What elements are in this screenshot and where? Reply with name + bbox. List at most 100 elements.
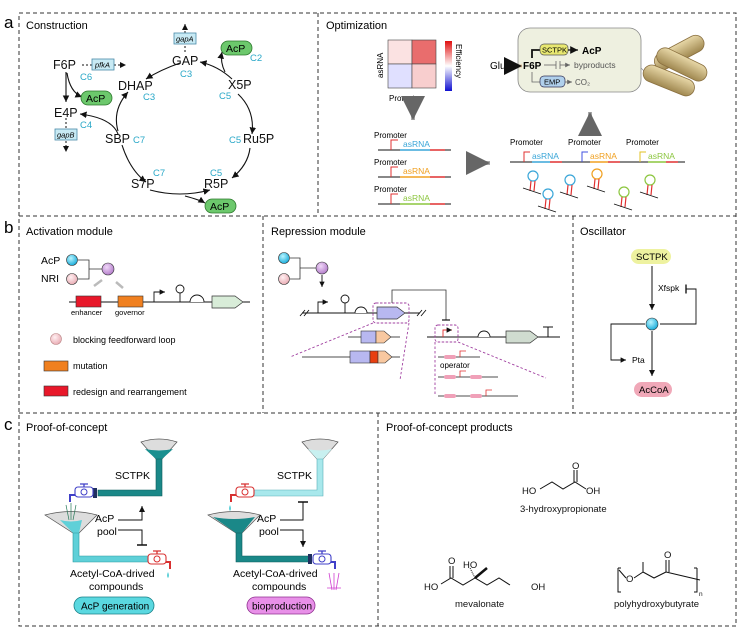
arrow-x5p-gap — [199, 60, 233, 80]
heatmap-cell — [411, 63, 437, 89]
arrow-ru5p-r5p — [231, 147, 251, 179]
arrow-f6p-acp — [66, 72, 83, 98]
promoter-label: Promoter — [568, 138, 601, 147]
enhancer-label: enhancer — [71, 308, 103, 317]
co2-label: CO₂ — [575, 78, 590, 87]
asrna-hairpin — [591, 168, 603, 180]
svg-text:AcP: AcP — [226, 43, 245, 55]
acp-pool-right-2: pool — [259, 526, 279, 538]
asrna-hairpin — [542, 188, 554, 200]
oscillator-panel: Oscillator SCTPK Xfspk Pta AcCoA — [580, 226, 697, 397]
legend-mutation-swatch — [43, 360, 69, 372]
molecule-mevalonate: HO O HO OH mevalonate — [424, 556, 545, 610]
molecule-name-3hp: 3-hydroxypropionate — [520, 504, 607, 515]
tap-red — [147, 550, 171, 578]
metabolite-gap: GAP — [172, 54, 198, 68]
svg-text:O: O — [448, 556, 455, 567]
arrow-sbp-s7p — [121, 144, 147, 183]
arrow-x5p-ru5p — [237, 93, 257, 135]
metabolite-ru5p: Ru5P — [243, 132, 274, 146]
metabolite-sbp: SBP — [105, 132, 130, 146]
asrna-hairpin — [527, 170, 539, 182]
acp-pill-3: AcP — [204, 198, 237, 214]
heatmap-xlabel: Promoter — [389, 94, 422, 103]
promoter-arrow-icon — [390, 193, 398, 204]
svg-text:OH: OH — [531, 582, 545, 593]
acp-generation-badge — [73, 596, 155, 615]
metabolite-r5p: R5P — [204, 177, 228, 191]
acp-label-activation: AcP — [41, 255, 60, 267]
governor-box — [117, 295, 144, 308]
svg-text:gapA: gapA — [176, 35, 194, 44]
legend-circle-icon — [50, 333, 62, 345]
tap-red-right — [229, 483, 255, 511]
sctpk-pill — [631, 249, 671, 264]
repression-module: Repression module operator — [271, 226, 560, 398]
compounds-left-line2: compounds — [89, 581, 143, 593]
heatmap-cell — [411, 39, 437, 65]
carbon-e4p: C4 — [80, 120, 92, 131]
products-panel: Proof-of-concept products HO OH O 3-hydr… — [386, 422, 703, 610]
proof-title: Proof-of-concept — [26, 422, 107, 434]
panel-letter-b: b — [4, 218, 13, 237]
carbon-dhap: C3 — [143, 92, 155, 103]
arrow-to-acp-bottom — [184, 195, 206, 204]
promoter-arrow-icon — [390, 166, 398, 177]
governor-label: governor — [115, 308, 145, 317]
svg-text:HO: HO — [424, 582, 438, 593]
legend-label-1: blocking feedforward loop — [73, 335, 176, 345]
bioproduction-badge — [246, 596, 316, 615]
repression-title: Repression module — [271, 226, 366, 238]
gene-cds — [211, 295, 244, 309]
arrow-sbp-e4p — [79, 111, 119, 135]
gene-box-gapb: gapB — [54, 128, 78, 141]
carbon-r5p: C5 — [210, 168, 222, 179]
legend-label-3: redesign and rearrangement — [73, 387, 187, 397]
svg-text:AcP: AcP — [210, 201, 229, 213]
complex-circle — [101, 262, 115, 276]
molecule-name-mevalonate: mevalonate — [455, 599, 504, 610]
asrna-hairpin — [618, 186, 630, 198]
asrna-label: asRNA — [403, 193, 430, 203]
arrow-s7p-r5p — [149, 188, 211, 195]
colorbar-label: Efficiency — [454, 44, 463, 78]
emp-box — [539, 75, 566, 88]
pta-label: Pta — [632, 355, 645, 365]
carbon-s7p: C7 — [153, 168, 165, 179]
promoter-label: Promoter — [510, 138, 543, 147]
carbon-x5p: C5 — [219, 91, 231, 102]
promoter-label: Promoter — [626, 138, 659, 147]
optimization-panel: Optimization Efficiency asRNA Promoter P… — [326, 20, 708, 213]
operator-label: operator — [440, 361, 470, 370]
svg-text:O: O — [626, 574, 633, 585]
acp-pill-2: AcP — [220, 40, 253, 56]
svg-text:AcP generation: AcP generation — [81, 602, 149, 613]
legend-redesign-swatch — [43, 385, 69, 397]
svg-text:HO: HO — [522, 486, 536, 497]
acp-pool-right-1: AcP — [257, 513, 276, 525]
tap-blue-right — [312, 550, 341, 591]
asrna-hairpin — [644, 174, 656, 186]
asrna-hairpin — [564, 174, 576, 186]
nri-label: NRI — [41, 273, 59, 285]
repressor-cds — [376, 306, 406, 320]
reporter-cds — [505, 330, 539, 344]
promoter-arrow-icon — [390, 139, 398, 150]
svg-text:bioproduction: bioproduction — [252, 602, 312, 613]
molecule-3-hydroxypropionate: HO OH O 3-hydroxypropionate — [520, 461, 607, 515]
carbon-f6p: C6 — [80, 72, 92, 83]
scenario-bioproduction: SCTPK AcP pool Acetyl-CoA-drived compoun… — [207, 438, 341, 615]
metabolite-x5p: X5P — [228, 78, 252, 92]
promoter-label: Promoter — [374, 158, 407, 167]
promoter-label: Promoter — [374, 131, 407, 140]
heatmap-ylabel: asRNA — [376, 52, 385, 78]
metabolite-e4p: E4P — [54, 106, 78, 120]
acp-label-cell: AcP — [582, 46, 602, 57]
svg-text:pfkA: pfkA — [94, 61, 110, 70]
asrna-label: asRNA — [590, 151, 617, 161]
svg-text:AcP: AcP — [86, 93, 105, 105]
panel-borders — [18, 12, 737, 627]
carbon-acp: C2 — [250, 53, 262, 64]
svg-text:OH: OH — [586, 486, 600, 497]
